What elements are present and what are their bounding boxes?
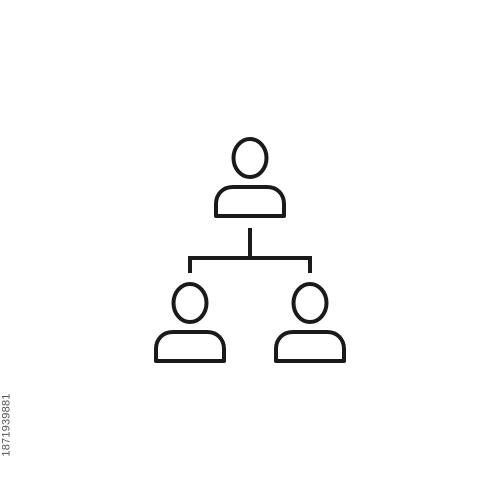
left-person-head-icon [171,282,209,324]
stock-id-label: 1871939881 [0,370,14,480]
right-person-head-icon [291,282,329,324]
stock-id-text: 1871939881 [1,393,13,457]
right-person-body-icon [274,330,346,363]
top-person-body-icon [214,185,286,218]
top-person-head-icon [231,137,269,179]
left-person-body-icon [154,330,226,363]
